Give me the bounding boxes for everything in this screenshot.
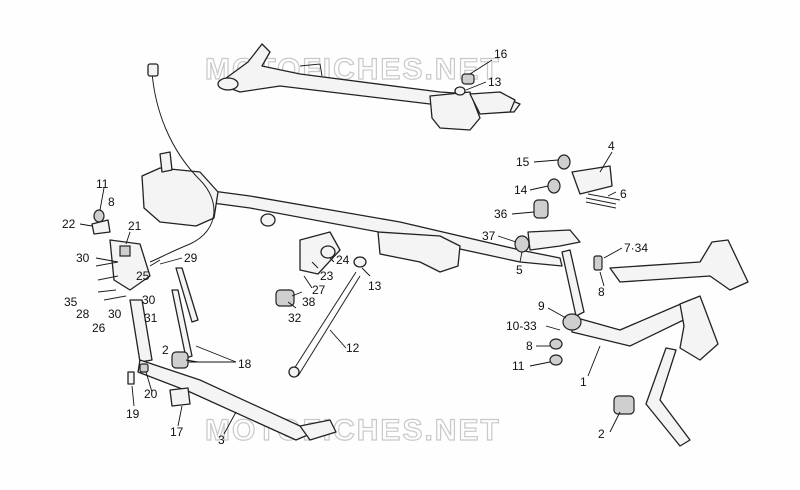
callout-32: 32	[288, 311, 302, 325]
control-cable	[149, 71, 215, 263]
callout-4: 4	[608, 139, 615, 153]
callout-36: 36	[494, 207, 508, 221]
callout-7-34: 7·34	[624, 241, 648, 255]
callout-24: 24	[336, 253, 350, 267]
upper-frame-tube	[217, 43, 521, 131]
footpeg-rubber	[613, 395, 635, 415]
pivot-washer	[139, 363, 149, 373]
leader-lines	[79, 59, 623, 435]
callout-17: 17	[170, 425, 184, 439]
through-bolt	[291, 271, 361, 377]
callout-2-footpeg: 2	[598, 427, 605, 441]
callout-22: 22	[62, 217, 76, 231]
main-frame-tube	[141, 151, 563, 275]
callout-15: 15	[516, 155, 530, 169]
callout-5: 5	[516, 263, 523, 277]
callout-12: 12	[346, 341, 360, 355]
callout-3: 3	[218, 433, 225, 447]
callout-8-left: 8	[108, 195, 115, 209]
callout-labels: 16 13 4 15 14 6 36 37 5 7·34 8 9 10-33 8…	[62, 47, 648, 447]
callout-1: 1	[580, 375, 587, 389]
callout-8-right-bracket: 8	[598, 285, 605, 299]
callout-13: 13	[488, 75, 502, 89]
right-bracket-assembly	[514, 154, 621, 317]
callout-30-right: 30	[142, 293, 156, 307]
callout-11-left: 11	[96, 177, 109, 191]
rear-brake-pedal	[549, 295, 719, 447]
rubber-stop	[275, 289, 295, 307]
stand-spring-2	[175, 267, 199, 323]
callout-10-33: 10-33	[506, 319, 537, 333]
callout-27: 27	[312, 283, 326, 297]
pivot-bolt	[127, 371, 135, 385]
callout-19: 19	[126, 407, 140, 421]
callout-18: 18	[238, 357, 252, 371]
callout-23: 23	[320, 269, 334, 283]
stand-bushing	[171, 351, 189, 369]
callout-6: 6	[620, 187, 627, 201]
callout-31: 31	[144, 311, 158, 325]
callout-16: 16	[494, 47, 508, 61]
callout-37: 37	[482, 229, 496, 243]
callout-25: 25	[136, 269, 150, 283]
callout-30-lower: 30	[108, 307, 122, 321]
callout-29: 29	[184, 251, 198, 265]
stand-spring	[171, 289, 193, 359]
callout-20: 20	[144, 387, 158, 401]
callout-30-upper: 30	[76, 251, 90, 265]
upper-footpeg-arm	[609, 239, 749, 291]
callout-26: 26	[92, 321, 106, 335]
callout-35: 35	[64, 295, 78, 309]
left-bracket-assembly	[91, 209, 151, 301]
callout-14: 14	[514, 183, 528, 197]
through-bolt-head	[288, 366, 300, 378]
callout-9: 9	[538, 299, 545, 313]
callout-13-lower: 13	[368, 279, 382, 293]
cable-end-fitting	[147, 63, 159, 77]
side-stand-pivot	[129, 299, 153, 363]
callout-8-pedal: 8	[526, 339, 533, 353]
callout-38: 38	[302, 295, 316, 309]
callout-2-stand: 2	[162, 343, 169, 357]
callout-28: 28	[76, 307, 90, 321]
callout-21: 21	[128, 219, 142, 233]
callout-11-pedal: 11	[512, 359, 525, 373]
